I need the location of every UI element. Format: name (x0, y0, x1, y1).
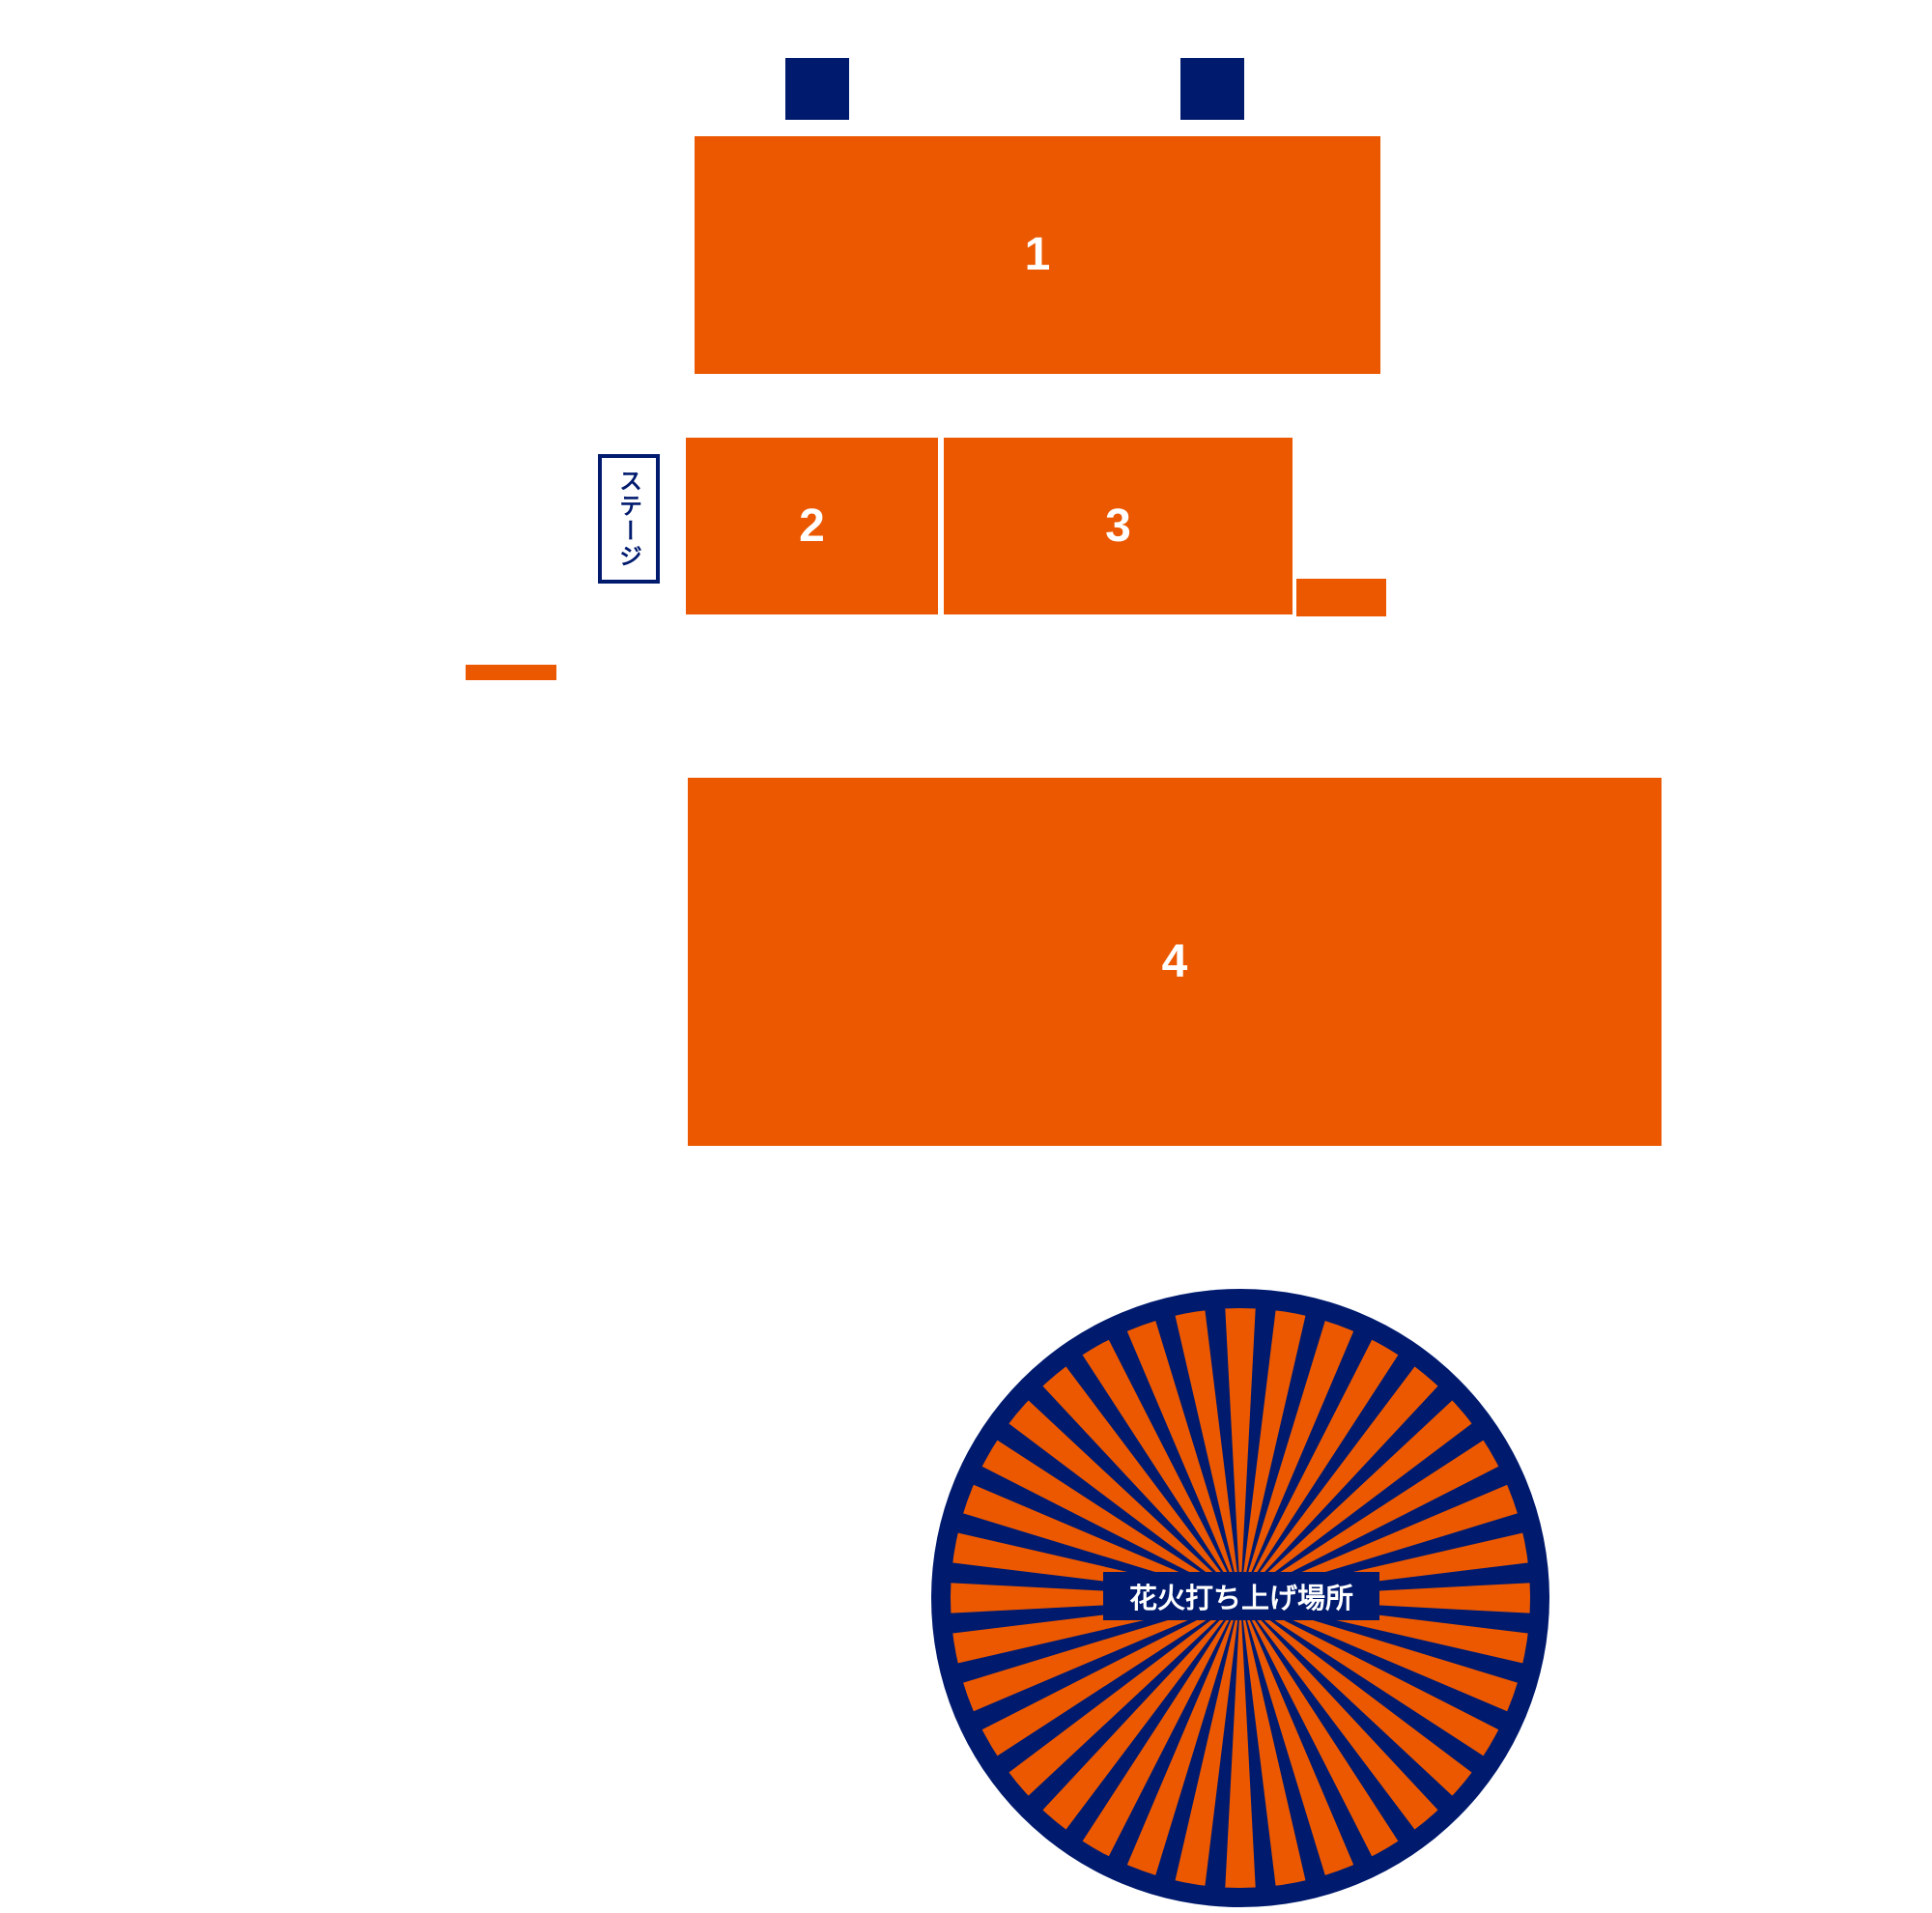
fireworks-ray (972, 1598, 1240, 1731)
fireworks-label-box: 花火打ち上げ場所 (1103, 1572, 1379, 1620)
section-3-label: 3 (1105, 500, 1131, 552)
fireworks-ray (972, 1465, 1240, 1598)
fireworks-ray (1240, 1422, 1486, 1598)
fireworks-ray (1154, 1313, 1240, 1598)
stage-label: ステージ (614, 469, 642, 569)
section-2-label: 2 (799, 500, 825, 552)
fireworks-ray (1065, 1598, 1240, 1843)
fireworks-ray (1240, 1598, 1486, 1774)
fireworks-ray (1240, 1598, 1454, 1812)
section-2[interactable]: 2 (686, 438, 938, 614)
section-4-label: 4 (1161, 935, 1188, 987)
section-1-label: 1 (1024, 229, 1051, 280)
fireworks-ray (995, 1422, 1240, 1598)
fireworks-ray (1240, 1598, 1276, 1890)
small-area-left (466, 665, 556, 680)
stage[interactable]: ステージ (598, 454, 660, 584)
fireworks-ray (1027, 1598, 1240, 1812)
fireworks-ray (1240, 1598, 1416, 1843)
fireworks-ray (1205, 1598, 1240, 1890)
fireworks-ray (995, 1598, 1240, 1774)
navy-marker-left (785, 58, 849, 120)
fireworks-ray (1240, 1306, 1276, 1598)
section-1[interactable]: 1 (695, 136, 1380, 374)
fireworks-ray (1240, 1598, 1326, 1883)
fireworks-ray (1240, 1465, 1509, 1598)
fireworks-rays (949, 1306, 1532, 1890)
fireworks-ray (1107, 1329, 1240, 1598)
fireworks-label: 花火打ち上げ場所 (1128, 1582, 1353, 1614)
section-3[interactable]: 3 (944, 438, 1293, 614)
fireworks-ray (1107, 1598, 1240, 1867)
fireworks-ray (1240, 1353, 1416, 1598)
fireworks-ray (1027, 1385, 1240, 1598)
fireworks-ray (1205, 1306, 1240, 1598)
fireworks-ray (1065, 1353, 1240, 1598)
fireworks-ray (1240, 1385, 1454, 1598)
fireworks-launch-site[interactable] (931, 1289, 1549, 1907)
fireworks-ray (1240, 1598, 1374, 1867)
navy-marker-right (1180, 58, 1244, 120)
small-area-right (1296, 579, 1386, 616)
fireworks-ray (1154, 1598, 1240, 1883)
fireworks-ray (1240, 1313, 1326, 1598)
section-4[interactable]: 4 (688, 778, 1662, 1146)
fireworks-ray (1240, 1598, 1509, 1731)
fireworks-ray (1240, 1329, 1374, 1598)
